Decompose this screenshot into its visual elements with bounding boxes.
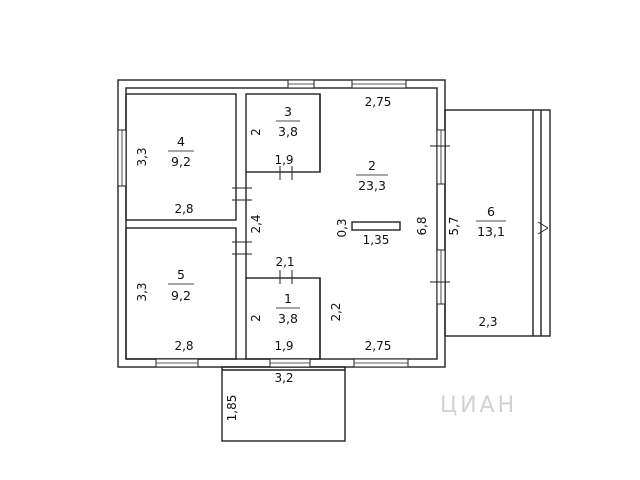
- hall-fixture: [351, 221, 401, 231]
- room-5-label: 5 9,2: [168, 267, 194, 303]
- dim-label: 1,35: [363, 233, 390, 247]
- dim-label: 2,1: [275, 255, 294, 269]
- dim-label: 5,7: [447, 216, 461, 235]
- room-number: 6: [487, 204, 495, 219]
- watermark: ЦИАН: [440, 393, 517, 418]
- room-3-label: 3 3,8: [276, 104, 300, 139]
- room-area: 3,8: [278, 124, 298, 139]
- door-mark: [537, 221, 549, 229]
- dim-label: 2,8: [174, 202, 193, 216]
- dim-label: 3,2: [274, 371, 293, 385]
- room-number: 1: [284, 291, 292, 306]
- room-number: 5: [177, 267, 185, 282]
- room-number: 4: [177, 134, 185, 149]
- room-number: 2: [368, 158, 376, 173]
- dim-label: 2: [249, 128, 263, 136]
- dim-label: 2,75: [365, 95, 392, 109]
- dim-label: 1,9: [274, 153, 293, 167]
- room-2-label: 2 23,3: [356, 158, 388, 193]
- dim-label: 3,3: [135, 282, 149, 301]
- dim-label: 1,85: [225, 395, 239, 422]
- dim-label: 1,9: [274, 339, 293, 353]
- dim-label: 2: [249, 314, 263, 322]
- door-mark: [537, 227, 549, 235]
- room-4-label: 4 9,2: [168, 134, 194, 169]
- dim-label: 2,4: [249, 214, 263, 233]
- dim-label: 2,3: [478, 315, 497, 329]
- dim-label: 6,8: [415, 216, 429, 235]
- dim-label: 2,2: [329, 302, 343, 321]
- room-area: 9,2: [171, 288, 191, 303]
- dim-label: 0,3: [335, 218, 349, 237]
- room-1-label: 1 3,8: [276, 291, 300, 326]
- room-area: 3,8: [278, 311, 298, 326]
- terrace-outline: [444, 109, 551, 337]
- room-area: 23,3: [358, 178, 386, 193]
- dim-label: 2,75: [365, 339, 392, 353]
- room-number: 3: [284, 104, 292, 119]
- room-6-label: 6 13,1: [476, 204, 506, 239]
- room-area: 9,2: [171, 154, 191, 169]
- dim-label: 2,8: [174, 339, 193, 353]
- room-area: 13,1: [477, 224, 505, 239]
- dim-label: 3,3: [135, 147, 149, 166]
